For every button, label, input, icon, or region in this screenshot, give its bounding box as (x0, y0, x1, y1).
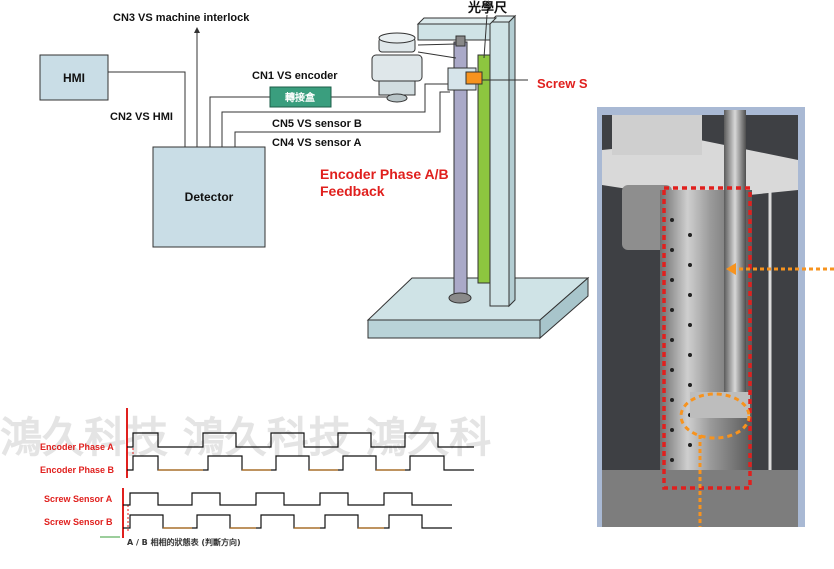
encoder-feedback-line1: Encoder Phase A/B (320, 166, 449, 182)
cn2-label: CN2 VS HMI (110, 111, 173, 123)
photo-sensor-circle (679, 392, 751, 440)
machine-pillar (489, 21, 510, 307)
cn4-label: CN4 VS sensor A (272, 137, 362, 149)
encoder-phase-b-label: Encoder Phase B (40, 465, 115, 475)
screw-sensor-a-label: Screw Sensor A (44, 494, 113, 504)
optical-ruler-label: 光學尺 (467, 0, 507, 16)
detector-box (152, 146, 266, 248)
hmi-label: HMI (63, 71, 85, 85)
screw-sensor-b-wave (123, 514, 452, 529)
encoder-feedback-line2: Feedback (320, 183, 385, 199)
photo-lead-screw (724, 110, 746, 410)
cn5-label: CN5 VS sensor B (272, 118, 362, 130)
hmi-box (39, 54, 109, 101)
machine-illustration: Screw S 光學尺 Encoder Phase A/B Feedback (320, 0, 590, 340)
adapter-box (269, 86, 332, 108)
screw-s-marker (465, 71, 483, 85)
block-diagram: HMI Detector CN2 VS HMI CN3 VS machine i… (39, 12, 450, 248)
cn3-label: CN3 VS machine interlock (113, 12, 250, 24)
encoder-phase-b-wave (127, 455, 474, 471)
screw-sensor-b-label: Screw Sensor B (44, 517, 113, 527)
encoder-phase-a-label: Encoder Phase A (40, 442, 114, 452)
watermark: 鴻久科技 鴻久科技 鴻久科 (0, 413, 491, 462)
adapter-label: 轉接盒 (285, 91, 316, 104)
timing-diagram: Encoder Phase A Encoder Phase B Screw Se… (40, 408, 474, 547)
machine-photo (597, 107, 834, 527)
cn4-wire (234, 91, 450, 147)
detector-label: Detector (185, 190, 234, 204)
optical-ruler-rail (477, 54, 491, 284)
timing-caption: A / B 相相的狀態表 (判斷方向) (127, 537, 241, 547)
encoder-motor (371, 54, 423, 82)
cn1-wire (209, 96, 270, 147)
cn2-wire (108, 71, 186, 147)
machine-top-arm (417, 23, 491, 41)
screw-s-label: Screw S (537, 76, 588, 91)
cn1-label: CN1 VS encoder (252, 70, 338, 82)
screw-sensor-a-wave (123, 492, 452, 506)
photo-highlight-box (662, 186, 752, 490)
encoder-phase-a-wave (127, 432, 474, 448)
cn5-wire (221, 83, 450, 147)
